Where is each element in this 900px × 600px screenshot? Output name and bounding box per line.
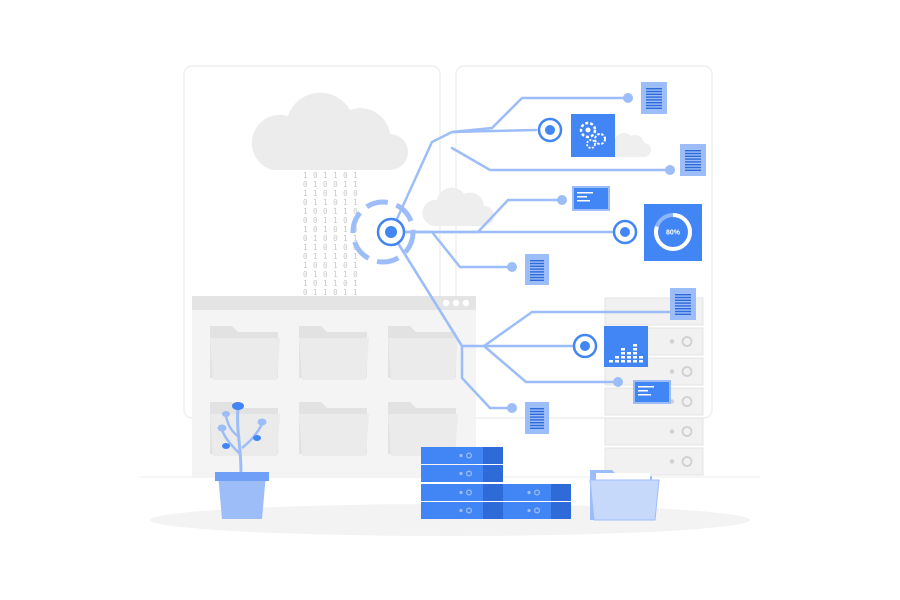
binary-row: 1 0 1 1 0 1	[303, 171, 358, 180]
server-unit	[421, 484, 503, 501]
folder-grid	[210, 326, 458, 456]
folder-icon	[299, 402, 369, 456]
folder-icon	[299, 326, 369, 380]
folder-icon	[589, 470, 660, 521]
server-unit	[489, 484, 571, 501]
binary-row: 1 0 0 1 0 1	[303, 261, 358, 270]
server-stack	[421, 447, 571, 519]
server-unit	[604, 417, 704, 446]
target-node-gauge	[612, 219, 638, 245]
gauge-label: 80%	[666, 230, 681, 237]
server-unit	[421, 465, 503, 482]
binary-row: 1 1 0 1 0 0	[303, 243, 358, 252]
binary-row: 0 0 1 1 0 1	[303, 216, 358, 225]
binary-row: 1 1 0 1 0 0	[303, 189, 358, 198]
network-hub-icon	[350, 199, 416, 265]
small-cloud-icon	[606, 132, 651, 157]
bar-chart-icon	[604, 326, 648, 367]
server-unit	[421, 502, 503, 519]
folder-icon	[210, 326, 280, 380]
gears-icon	[571, 114, 615, 157]
binary-row: 1 0 0 1 1 0	[303, 207, 358, 216]
document-icon	[670, 288, 696, 320]
server-unit	[604, 447, 704, 476]
binary-row: 0 1 1 0 1 1	[303, 198, 358, 207]
document-icon	[680, 144, 706, 176]
document-icon	[525, 402, 549, 434]
binary-row: 0 1 0 0 1 1	[303, 180, 358, 189]
document-icon	[641, 82, 667, 114]
binary-data-stream: 1 0 1 1 0 10 1 0 0 1 11 1 0 1 0 00 1 1 0…	[303, 171, 358, 297]
plant-icon	[215, 402, 269, 519]
binary-row: 0 1 0 0 1 1	[303, 234, 358, 243]
monitor-icon	[633, 380, 671, 404]
folder-icon	[388, 326, 458, 380]
server-unit	[421, 447, 503, 464]
network-lines	[389, 96, 678, 410]
document-group	[525, 82, 706, 434]
gauge-icon: 80%	[644, 204, 702, 261]
folder-icon	[388, 402, 458, 456]
cloud-icon	[251, 92, 408, 170]
document-icon	[525, 254, 549, 285]
binary-row: 0 1 1 0 1 1	[303, 288, 358, 297]
binary-row: 1 0 1 0 1 0	[303, 225, 358, 234]
binary-row: 0 1 1 1 0 1	[303, 252, 358, 261]
small-cloud-icon	[422, 187, 494, 226]
server-unit	[489, 502, 571, 519]
binary-row: 1 0 1 1 0 1	[303, 279, 358, 288]
monitor-icon	[572, 186, 610, 211]
endpoint-dots	[507, 93, 681, 413]
binary-row: 0 1 0 1 1 0	[303, 270, 358, 279]
target-node-chart	[572, 333, 598, 359]
target-node-gears	[537, 117, 563, 143]
